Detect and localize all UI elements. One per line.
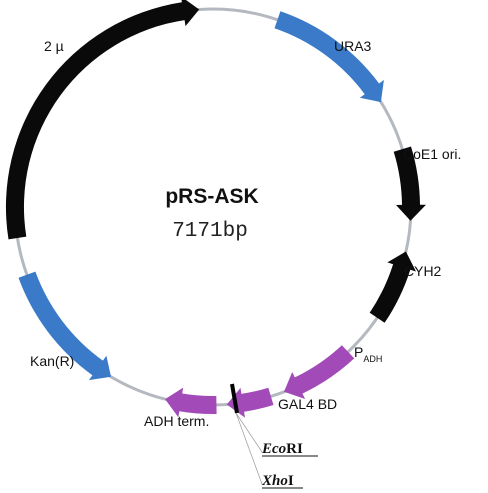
feature-coe1-ori-arrow <box>393 146 426 221</box>
label-ecori-rest: RI <box>286 441 303 457</box>
site-leader-line-ecori <box>235 412 263 453</box>
site-leader-line-xhoi <box>235 412 263 485</box>
label-kanr: Kan(R) <box>30 353 74 369</box>
label-ura3: URA3 <box>334 38 372 54</box>
plasmid-name: pRS-ASK <box>165 185 258 208</box>
feature-adh-term-arrow <box>165 387 217 418</box>
label-padh-sub: ADH <box>363 354 382 364</box>
label-gal4-bd: GAL4 BD <box>278 396 337 412</box>
label-padh: PADH <box>354 344 382 364</box>
label-xhoi: XhoI <box>261 473 294 489</box>
label-xhoi-italic: Xho <box>261 473 288 489</box>
feature-2mu-arrow <box>5 0 200 240</box>
feature-cyh2-arrow <box>369 251 416 323</box>
label-coe1-ori: CoE1 ori. <box>403 146 461 162</box>
feature-ura3-arrow <box>274 11 384 103</box>
label-padh-main: P <box>354 344 363 360</box>
feature-padh-arrow <box>284 345 355 399</box>
label-2mu: 2 µ <box>44 38 64 54</box>
restriction-site-marker <box>230 383 239 414</box>
label-adh-term: ADH term. <box>144 413 209 429</box>
label-ecori: EcoRI <box>261 441 303 457</box>
label-xhoi-rest: I <box>288 473 294 489</box>
feature-kanr-arrow <box>18 271 111 381</box>
plasmid-size: 7171bp <box>172 220 248 243</box>
label-cyh2: CYH2 <box>404 263 442 279</box>
label-ecori-italic: Eco <box>261 441 286 457</box>
